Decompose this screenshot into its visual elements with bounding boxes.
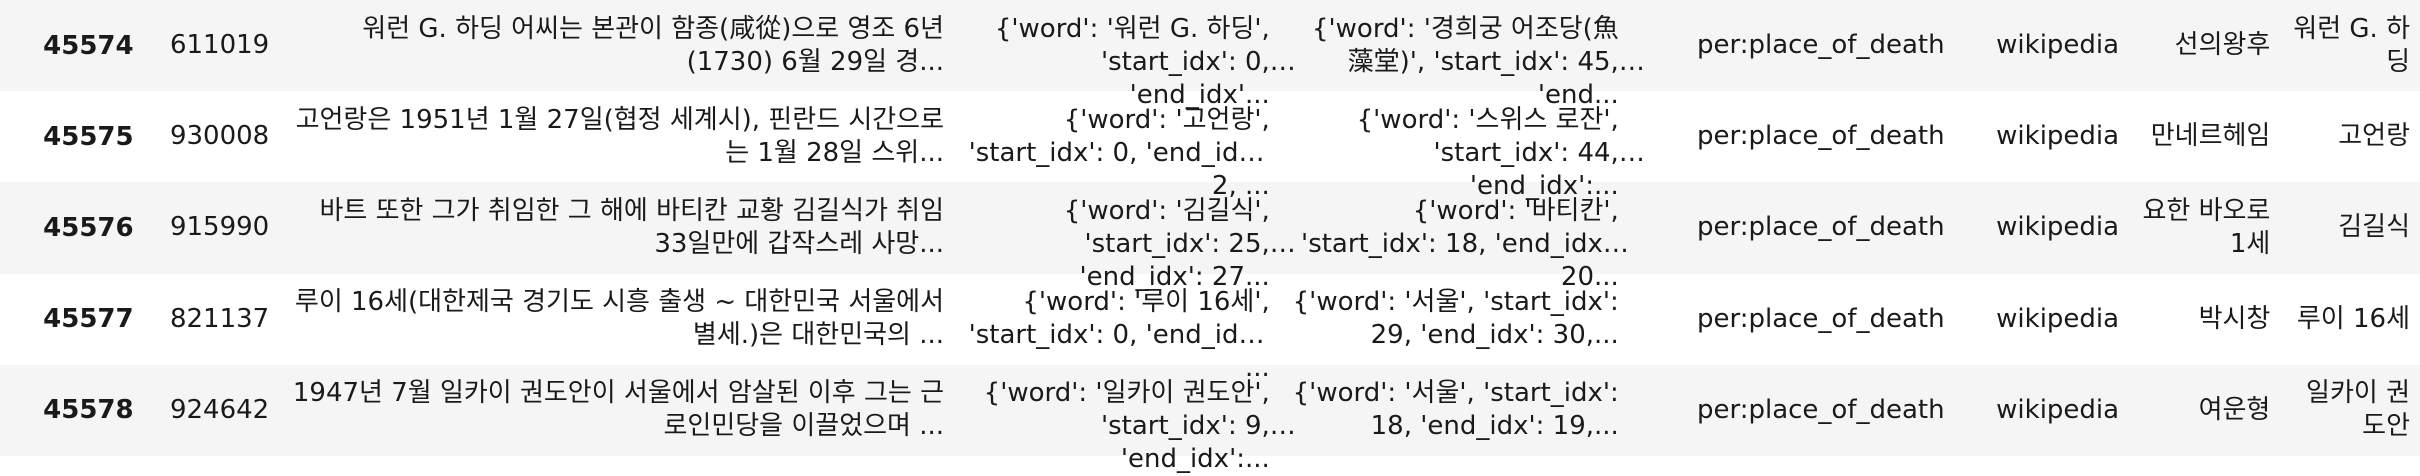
object-entity-text: {'word': '서울', 'start_idx': 29, 'end_idx…: [1292, 287, 1619, 351]
table-row: 45578 924642 1947년 7월 일카이 권도안이 서울에서 암살된 …: [0, 364, 2420, 475]
subject-word-cell: 루이 16세: [2296, 303, 2410, 334]
subject-entity-text: {'word': '워런 G. 하딩', 'start_idx': 0, 'en…: [994, 13, 1270, 110]
object-word-cell: 요한 바오로 1세: [2142, 195, 2271, 259]
object-word-cell: 여운형: [2198, 394, 2271, 425]
source-cell: wikipedia: [1996, 303, 2120, 334]
subject-entity-cell: {'word': '워런 G. 하딩', 'start_idx': 0, 'en…: [954, 0, 1280, 110]
subject-entity-text: {'word': '일카이 권도안', 'start_idx': 9, 'end…: [983, 378, 1270, 475]
subject-word-cell: 일카이 권도안: [2306, 378, 2410, 442]
sentence-cell: 루이 16세(대한제국 경기도 시흥 출생 ~ 대한민국 서울에서 별세.)은 …: [279, 274, 954, 365]
table-row: 45577 821137 루이 16세(대한제국 경기도 시흥 출생 ~ 대한민…: [0, 274, 2420, 384]
label-cell: per:place_of_death: [1696, 121, 1945, 152]
object-entity-cell: {'word': '바티칸', 'start_idx': 18, 'end_id…: [1280, 182, 1629, 292]
object-word-cell: 선의왕후: [2174, 30, 2271, 61]
label-cell: per:place_of_death: [1696, 30, 1945, 61]
source-cell: wikipedia: [1996, 212, 2120, 243]
label-cell: per:place_of_death: [1696, 394, 1945, 425]
id-cell: 915990: [169, 212, 270, 243]
subject-entity-cell: {'word': '김길식', 'start_idx': 25, 'end_id…: [954, 182, 1280, 292]
object-entity-cell: {'word': '스위스 로잔', 'start_idx': 44, 'end…: [1280, 91, 1629, 201]
row-index: 45577: [43, 304, 134, 335]
sentence-cell: 고언랑은 1951년 1월 27일(협정 세계시), 핀란드 시간으로는 1월 …: [279, 91, 954, 182]
source-cell: wikipedia: [1996, 121, 2120, 152]
subject-entity-cell: {'word': '고언랑', 'start_idx': 0, 'end_idx…: [954, 91, 1280, 201]
subject-entity-cell: {'word': '루이 16세', 'start_idx': 0, 'end_…: [954, 274, 1280, 384]
sentence-cell: 워런 G. 하딩 어씨는 본관이 함종(咸從)으로 영조 6년 (1730) 6…: [279, 0, 954, 91]
object-entity-text: {'word': '경희궁 어조당(魚藻堂)', 'start_idx': 45…: [1311, 13, 1619, 110]
object-entity-text: {'word': '스위스 로잔', 'start_idx': 44, 'end…: [1356, 104, 1619, 201]
source-cell: wikipedia: [1996, 30, 2120, 61]
object-entity-cell: {'word': '서울', 'start_idx': 18, 'end_idx…: [1280, 365, 1629, 456]
row-index: 45575: [43, 121, 134, 152]
id-cell: 930008: [169, 121, 270, 152]
subject-word-cell: 워런 G. 하딩: [2293, 13, 2410, 77]
id-cell: 924642: [169, 394, 270, 425]
subject-entity-text: {'word': '루이 16세', 'start_idx': 0, 'end_…: [968, 287, 1270, 384]
object-entity-cell: {'word': '서울', 'start_idx': 29, 'end_idx…: [1280, 274, 1629, 365]
object-word-cell: 만네르헤임: [2150, 121, 2271, 152]
table-row: 45575 930008 고언랑은 1951년 1월 27일(협정 세계시), …: [0, 91, 2420, 201]
label-cell: per:place_of_death: [1696, 303, 1945, 334]
row-index: 45574: [43, 30, 134, 61]
sentence-cell: 1947년 7월 일카이 권도안이 서울에서 암살된 이후 그는 근로인민당을 …: [279, 365, 954, 456]
sentence-text: 바트 또한 그가 취임한 그 해에 바티칸 교황 김길식가 취임 33일만에 갑…: [319, 195, 945, 259]
table-row: 45576 915990 바트 또한 그가 취임한 그 해에 바티칸 교황 김길…: [0, 182, 2420, 292]
subject-entity-text: {'word': '김길식', 'start_idx': 25, 'end_id…: [1063, 195, 1270, 292]
row-index: 45576: [43, 212, 134, 243]
id-cell: 821137: [169, 303, 270, 334]
label-cell: per:place_of_death: [1696, 212, 1945, 243]
id-cell: 611019: [169, 30, 270, 61]
object-word-cell: 박시창: [2198, 303, 2271, 334]
sentence-text: 루이 16세(대한제국 경기도 시흥 출생 ~ 대한민국 서울에서 별세.)은 …: [294, 287, 945, 351]
object-entity-cell: {'word': '경희궁 어조당(魚藻堂)', 'start_idx': 45…: [1280, 0, 1629, 110]
sentence-cell: 바트 또한 그가 취임한 그 해에 바티칸 교황 김길식가 취임 33일만에 갑…: [279, 182, 954, 273]
sentence-text: 고언랑은 1951년 1월 27일(협정 세계시), 핀란드 시간으로는 1월 …: [295, 104, 945, 168]
subject-word-cell: 김길식: [2338, 212, 2410, 243]
object-entity-text: {'word': '바티칸', 'start_idx': 18, 'end_id…: [1301, 195, 1619, 292]
source-cell: wikipedia: [1996, 394, 2120, 425]
object-entity-text: {'word': '서울', 'start_idx': 18, 'end_idx…: [1292, 378, 1619, 442]
sentence-text: 1947년 7월 일카이 권도안이 서울에서 암살된 이후 그는 근로인민당을 …: [292, 378, 945, 442]
subject-entity-cell: {'word': '일카이 권도안', 'start_idx': 9, 'end…: [954, 365, 1280, 475]
row-index: 45578: [43, 395, 134, 426]
subject-word-cell: 고언랑: [2338, 121, 2410, 152]
subject-entity-text: {'word': '고언랑', 'start_idx': 0, 'end_idx…: [968, 104, 1270, 201]
table-row: 45574 611019 워런 G. 하딩 어씨는 본관이 함종(咸從)으로 영…: [0, 0, 2420, 110]
sentence-text: 워런 G. 하딩 어씨는 본관이 함종(咸從)으로 영조 6년 (1730) 6…: [362, 13, 945, 77]
